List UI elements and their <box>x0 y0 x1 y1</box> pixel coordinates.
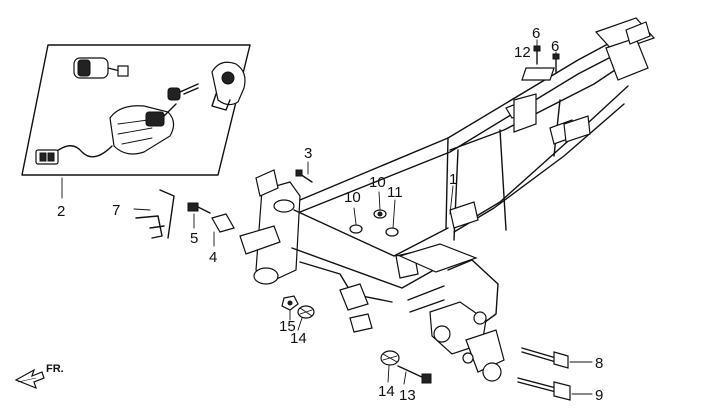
nut-15 <box>281 295 299 311</box>
plate-12 <box>521 67 555 81</box>
callout-2: 2 <box>57 203 65 220</box>
leader-lines <box>61 39 593 395</box>
bolt-9 <box>517 377 571 401</box>
bushing-14b <box>380 350 400 366</box>
callout-5: 5 <box>190 230 198 247</box>
callout-7: 7 <box>112 202 120 219</box>
bracket-4 <box>211 213 235 233</box>
callout-14b: 14 <box>378 383 395 400</box>
bolt-13 <box>397 365 432 384</box>
callout-13: 13 <box>399 387 416 404</box>
front-arrow-icon <box>14 368 45 390</box>
callout-10a: 10 <box>344 189 361 206</box>
callout-9: 9 <box>595 387 603 404</box>
ignition-key <box>167 83 199 101</box>
nut-11 <box>385 227 399 237</box>
frame-body <box>239 17 656 382</box>
front-direction-label: FR. <box>46 363 64 375</box>
callout-1: 1 <box>449 171 457 188</box>
bolt-3 <box>295 169 313 183</box>
bolt-5 <box>187 202 211 214</box>
callout-6b: 6 <box>551 38 559 55</box>
screw-6a <box>533 45 541 65</box>
callout-10b: 10 <box>369 174 386 191</box>
switch-wire <box>47 145 113 158</box>
callout-6a: 6 <box>532 25 540 42</box>
washer-10a <box>349 224 363 234</box>
callout-4: 4 <box>209 249 217 266</box>
callout-12: 12 <box>514 44 531 61</box>
bolt-8 <box>521 347 569 369</box>
wire-connector <box>35 149 59 165</box>
ignition-switch-body <box>109 103 177 155</box>
callout-3: 3 <box>304 145 312 162</box>
ignition-kit-group <box>21 44 251 176</box>
callout-8: 8 <box>595 355 603 372</box>
bushing-14a <box>297 305 315 319</box>
key-cylinder <box>73 57 129 79</box>
callout-15: 15 <box>279 318 296 335</box>
seat-lock <box>211 61 246 111</box>
callout-14a: 14 <box>290 330 307 347</box>
ignition-kit-outline <box>21 44 251 176</box>
clip-7 <box>135 189 175 239</box>
callout-11: 11 <box>387 184 403 201</box>
